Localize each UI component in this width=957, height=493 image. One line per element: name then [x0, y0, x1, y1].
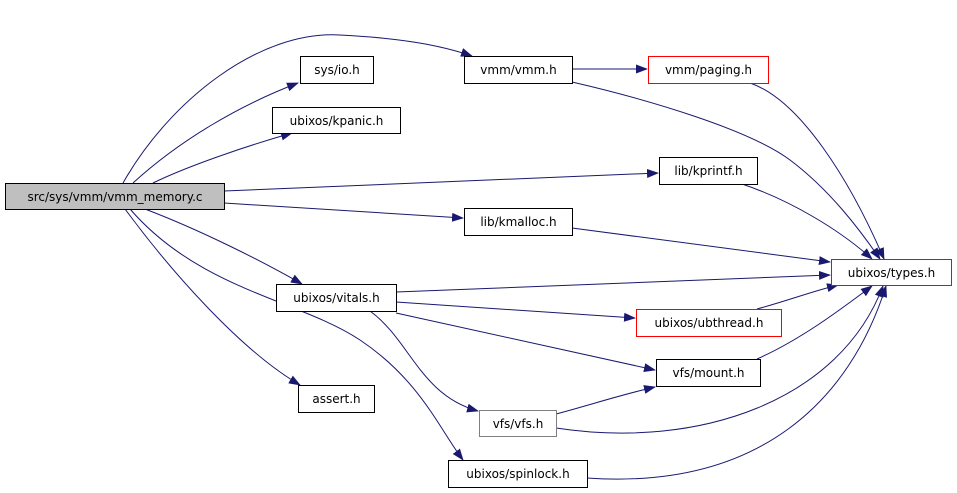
edge-kmalloc-types: [571, 227, 831, 266]
edge-ubthread-types: [756, 283, 839, 310]
edge-vitals-types: [395, 270, 831, 293]
edge-root-assert: [124, 208, 301, 386]
edge-root-sys-io: [132, 82, 299, 184]
edge-root-kprintf: [223, 168, 659, 192]
edge-root-vitals: [144, 208, 303, 285]
edge-mount-types: [756, 285, 873, 360]
node-ubixos-types-h[interactable]: ubixos/types.h: [831, 259, 952, 286]
node-ubixos-kpanic-h[interactable]: ubixos/kpanic.h: [272, 107, 401, 134]
node-assert-h[interactable]: assert.h: [298, 385, 375, 413]
edge-root-kmalloc: [223, 202, 464, 222]
node-lib-kmalloc-h[interactable]: lib/kmalloc.h: [464, 208, 573, 236]
edge-root-spinlock: [129, 208, 464, 461]
node-vmm-memory-c: src/sys/vmm/vmm_memory.c: [5, 183, 225, 210]
node-lib-kprintf-h[interactable]: lib/kprintf.h: [659, 157, 758, 185]
edge-vfs-types: [555, 285, 884, 434]
edge-vitals-ubthread: [395, 301, 636, 322]
edge-root-kpanic: [152, 131, 293, 184]
node-vfs-vfs-h[interactable]: vfs/vfs.h: [479, 410, 557, 437]
node-vfs-mount-h[interactable]: vfs/mount.h: [656, 359, 761, 387]
node-sys-io-h[interactable]: sys/io.h: [300, 56, 374, 84]
node-vmm-paging-h[interactable]: vmm/paging.h: [648, 56, 769, 84]
edge-paging-types: [749, 82, 885, 260]
edge-vitals-mount: [395, 312, 656, 373]
node-vmm-vmm-h[interactable]: vmm/vmm.h: [464, 56, 573, 84]
edge-vitals-vfs: [369, 310, 479, 413]
node-ubixos-ubthread-h[interactable]: ubixos/ubthread.h: [636, 309, 782, 337]
edge-root-vmm: [122, 34, 473, 184]
node-ubixos-vitals-h[interactable]: ubixos/vitals.h: [276, 284, 397, 312]
edge-vfs-mount: [555, 385, 656, 415]
node-ubixos-spinlock-h[interactable]: ubixos/spinlock.h: [448, 460, 588, 488]
edge-spinlock-types: [586, 285, 887, 480]
edge-kprintf-types: [741, 183, 873, 260]
edge-vmm-types: [571, 81, 881, 260]
